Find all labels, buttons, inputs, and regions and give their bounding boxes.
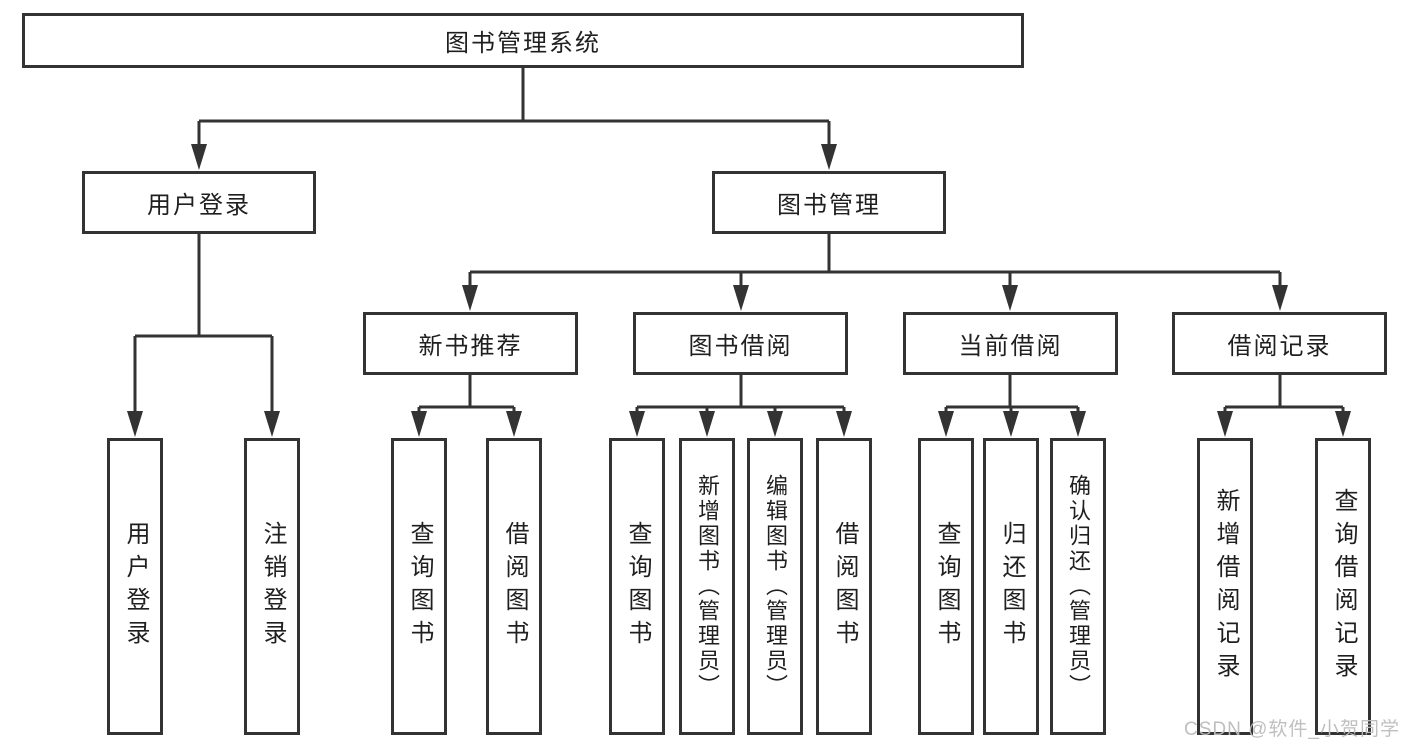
node-leaf-logout: 注销登录	[244, 438, 300, 735]
node-new-book-recommend: 新书推荐	[363, 312, 578, 375]
node-leaf-confirm-return-admin: 确认归还（管理员）	[1050, 438, 1106, 735]
node-leaf-add-borrow-record: 新增借阅记录	[1197, 438, 1253, 735]
node-current-borrow: 当前借阅	[903, 312, 1118, 375]
arrowhead	[1335, 411, 1351, 437]
node-leaf-query-books-3: 查询图书	[918, 438, 974, 735]
node-leaf-add-book-admin: 新增图书（管理员）	[679, 438, 735, 735]
csdn-watermark: CSDN @软件_小贺同学	[1184, 719, 1400, 740]
arrowhead	[191, 144, 207, 170]
node-leaf-user-login: 用户登录	[107, 438, 163, 735]
arrowhead	[462, 285, 478, 311]
arrowhead	[733, 285, 749, 311]
node-leaf-query-borrow-record: 查询借阅记录	[1315, 438, 1371, 735]
arrowhead	[1003, 411, 1019, 437]
arrowhead	[1217, 411, 1233, 437]
arrowhead	[821, 144, 837, 170]
arrowhead	[699, 411, 715, 437]
node-leaf-query-books-2: 查询图书	[609, 438, 665, 735]
node-user-login: 用户登录	[82, 171, 316, 234]
node-book-management: 图书管理	[712, 171, 946, 234]
arrowhead	[1002, 285, 1018, 311]
node-leaf-borrow-book-1: 借阅图书	[486, 438, 542, 735]
node-root-library-management-system: 图书管理系统	[22, 13, 1024, 68]
arrowhead	[1070, 411, 1086, 437]
node-leaf-borrow-book-2: 借阅图书	[816, 438, 872, 735]
arrowhead	[938, 411, 954, 437]
arrowhead	[629, 411, 645, 437]
node-leaf-return-book: 归还图书	[983, 438, 1039, 735]
arrowhead	[264, 411, 280, 437]
arrowhead	[1272, 285, 1288, 311]
node-book-borrow: 图书借阅	[633, 312, 848, 375]
node-leaf-edit-book-admin: 编辑图书（管理员）	[747, 438, 803, 735]
arrowhead	[506, 411, 522, 437]
node-leaf-query-books-1: 查询图书	[391, 438, 447, 735]
node-borrow-records: 借阅记录	[1172, 312, 1387, 375]
arrowhead	[127, 411, 143, 437]
arrowhead	[767, 411, 783, 437]
arrowhead	[411, 411, 427, 437]
arrowhead	[836, 411, 852, 437]
